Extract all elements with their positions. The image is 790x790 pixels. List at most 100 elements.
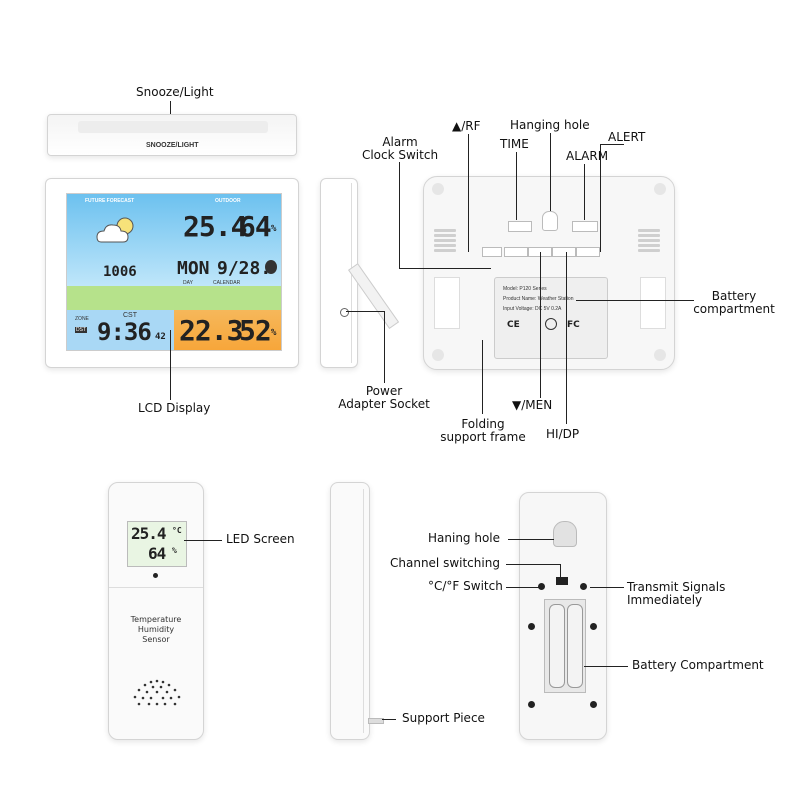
outdoor-label: OUTDOOR <box>215 198 241 204</box>
power-socket-icon <box>340 308 349 317</box>
power-adapter-label-line2: Adapter Socket <box>338 397 430 411</box>
led-screen-label: LED Screen <box>226 532 295 546</box>
leader-line <box>584 666 628 667</box>
sensor-indicator-dot <box>153 573 158 578</box>
transmit-label-line2: Immediately <box>627 593 703 607</box>
sensor-label-line3: Sensor <box>142 635 170 644</box>
leader-line <box>346 311 384 312</box>
back-view-unit: Model: P120 Series Product Name: Weather… <box>423 176 675 370</box>
alert-button[interactable] <box>576 247 600 257</box>
calendar-label: CALENDAR <box>213 280 241 286</box>
moon-phase-icon <box>265 260 277 274</box>
hanging-hole-label: Hanging hole <box>510 118 590 132</box>
back-model-text: Model: P120 Series <box>503 286 547 292</box>
sensor-front: 25.4 °C 64 % Temperature Humidity Sensor <box>108 482 204 740</box>
battery-cells <box>544 599 586 693</box>
leader-line <box>516 152 517 220</box>
leader-line <box>468 134 469 252</box>
date-digits: 1006 <box>103 264 137 280</box>
lcd-screen: FUTURE FORECAST OUTDOOR 25.4 64 % 1006 M… <box>66 193 282 351</box>
support-piece <box>368 718 384 724</box>
down-men-label: ▼/MEN <box>512 398 553 412</box>
leader-line <box>550 133 551 211</box>
time-digits: 9:36 <box>97 318 152 346</box>
time-label: TIME <box>500 137 529 151</box>
sensor-lcd: 25.4 °C 64 % <box>127 521 187 567</box>
leader-line <box>506 564 560 565</box>
lcd-unit-front: FUTURE FORECAST OUTDOOR 25.4 64 % 1006 M… <box>45 178 299 368</box>
folding-label-line1: Folding <box>461 417 505 431</box>
folding-frame-label: Folding support frame <box>428 418 538 444</box>
transmit-label-line1: Transmit Signals <box>627 580 726 594</box>
channel-switch[interactable] <box>556 577 568 585</box>
sensor-temp-unit: °C <box>172 526 182 535</box>
hi-dp-label: HI/DP <box>546 427 580 441</box>
outdoor-humidity-unit: % <box>271 224 277 234</box>
snooze-top-view: SNOOZE/LIGHT <box>47 114 297 156</box>
lcd-display-label: LCD Display <box>138 401 211 415</box>
leader-line <box>384 311 385 383</box>
back-product-text: Product Name: Weather Station <box>503 296 574 302</box>
outdoor-temp: 25.4 <box>183 210 247 243</box>
leader-line <box>482 340 483 414</box>
day-digits: MON <box>177 258 210 279</box>
seconds-digits: 42 <box>155 332 166 342</box>
leader-line <box>584 164 585 220</box>
alarm-label: ALARM <box>566 149 609 163</box>
alarm-switch[interactable] <box>482 247 502 257</box>
haning-hole-label: Haning hole <box>428 531 501 545</box>
sun-cloud-icon <box>95 216 141 246</box>
calendar-digits: 9/28. <box>217 258 272 279</box>
leader-line <box>590 587 624 588</box>
leader-line <box>399 162 400 268</box>
channel-switching-label: Channel switching <box>390 556 500 570</box>
recycle-icon <box>545 318 557 330</box>
battery-compartment-label: Battery compartment <box>686 290 782 316</box>
leader-line <box>184 540 222 541</box>
leader-line <box>399 268 491 269</box>
power-adapter-label: Power Adapter Socket <box>336 385 432 411</box>
sensor-back <box>519 492 607 740</box>
back-input-text: Input Voltage: DC 5V 0.2A <box>503 306 562 312</box>
sensor-humidity-unit: % <box>172 546 177 555</box>
battery-compartment-line1: Battery <box>711 289 757 303</box>
leader-line <box>560 564 561 580</box>
indoor-humidity: 52 <box>239 314 272 347</box>
leader-line <box>508 539 554 540</box>
snooze-light-label: Snooze/Light <box>136 85 214 99</box>
sensor-label-line2: Humidity <box>137 625 175 634</box>
ce-mark: CE <box>507 320 520 330</box>
hanging-hole <box>542 211 558 231</box>
alarm-clock-switch-label: Alarm Clock Switch <box>350 136 450 162</box>
snooze-light-printed: SNOOZE/LIGHT <box>146 142 199 149</box>
rf-button[interactable] <box>504 247 528 257</box>
sensor-side <box>330 482 370 740</box>
sensor-vent-dots <box>131 677 183 707</box>
day-label: DAY <box>183 280 193 286</box>
alert-label: ALERT <box>608 130 646 144</box>
cst-label: CST <box>123 312 137 319</box>
battery-compartment-sensor-label: Battery Compartment <box>632 658 764 672</box>
support-piece-label: Support Piece <box>402 711 485 725</box>
leader-line <box>566 252 567 424</box>
battery-compartment-line2: compartment <box>693 302 775 316</box>
sensor-humidity: 64 <box>148 544 166 563</box>
leader-line <box>576 300 694 301</box>
leader-line <box>382 719 396 720</box>
leader-line <box>506 587 540 588</box>
folding-label-line2: support frame <box>440 430 526 444</box>
power-adapter-label-line1: Power <box>365 384 403 398</box>
hi-dp-button[interactable] <box>552 247 576 257</box>
transmit-signals-label: Transmit Signals Immediately <box>627 581 725 607</box>
indoor-humidity-unit: % <box>271 328 277 338</box>
alarm-button[interactable] <box>572 221 598 232</box>
sensor-temp: 25.4 <box>131 524 167 543</box>
sensor-hanging-hole <box>553 521 577 547</box>
cf-switch-label: °C/°F Switch <box>428 579 503 593</box>
leader-line <box>600 144 624 145</box>
time-button[interactable] <box>508 221 532 232</box>
dst-label: DST <box>75 327 87 333</box>
fc-mark: FC <box>567 320 580 330</box>
up-rf-label: ▲/RF <box>452 119 481 133</box>
leader-line <box>170 330 171 400</box>
